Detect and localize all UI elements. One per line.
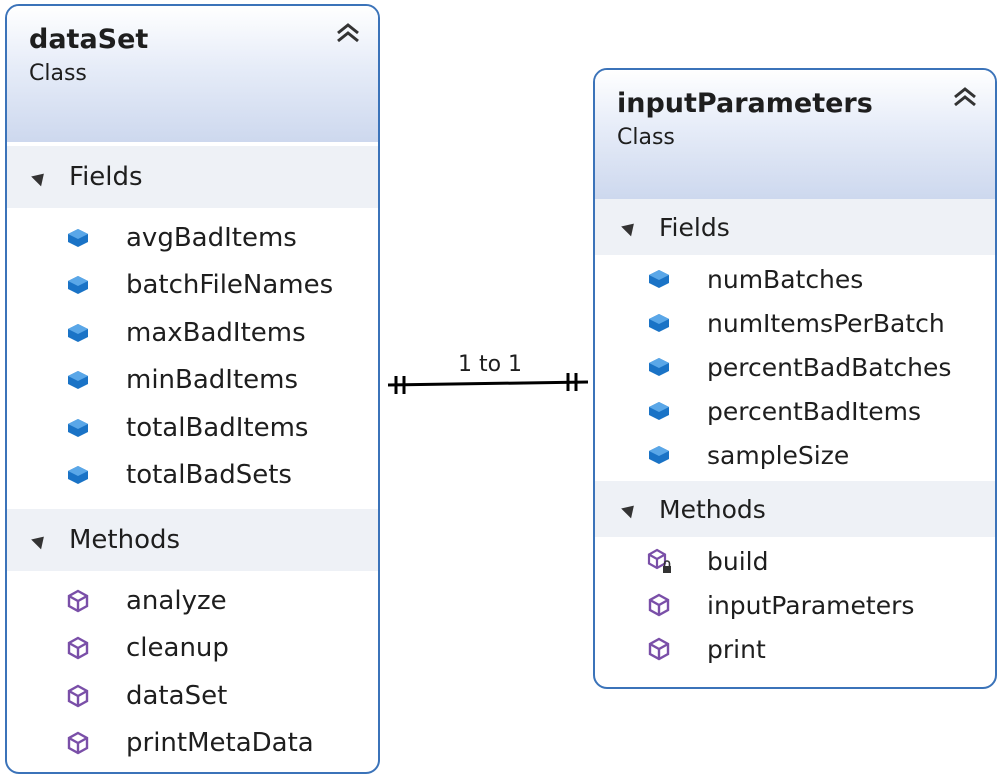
method-name: print: [707, 634, 766, 664]
methods-list: analyze cleanup dataSet printMetaData: [7, 571, 378, 772]
field-icon: [649, 446, 669, 464]
association-connector[interactable]: [380, 340, 595, 410]
field-item[interactable]: totalBadItems: [7, 404, 378, 452]
field-name: numBatches: [707, 264, 864, 294]
method-icon: [67, 636, 89, 660]
fields-list: avgBadItems batchFileNames maxBadItems m…: [7, 208, 378, 505]
field-name: maxBadItems: [126, 317, 306, 348]
class-kind: Class: [617, 125, 675, 150]
field-item[interactable]: sampleSize: [595, 433, 995, 477]
methods-section-header[interactable]: Methods: [595, 481, 995, 537]
field-item[interactable]: batchFileNames: [7, 262, 378, 310]
class-name: inputParameters: [617, 88, 873, 119]
field-icon: [649, 270, 669, 288]
method-icon: [67, 684, 89, 708]
collapse-chevron-icon[interactable]: [332, 18, 364, 50]
field-name: minBadItems: [126, 365, 299, 396]
field-item[interactable]: numBatches: [595, 257, 995, 301]
field-name: totalBadItems: [126, 412, 309, 443]
fields-section-header[interactable]: Fields: [7, 146, 378, 208]
association-label: 1 to 1: [457, 352, 523, 377]
field-item[interactable]: avgBadItems: [7, 214, 378, 262]
field-name: percentBadItems: [707, 396, 922, 426]
field-item[interactable]: numItemsPerBatch: [595, 301, 995, 345]
method-item[interactable]: analyze: [7, 577, 378, 625]
method-name: analyze: [126, 585, 227, 616]
method-name: build: [707, 546, 769, 576]
field-item[interactable]: totalBadSets: [7, 452, 378, 500]
field-icon: [68, 418, 88, 437]
field-name: numItemsPerBatch: [707, 308, 945, 338]
fields-list: numBatches numItemsPerBatch percentBadBa…: [595, 255, 995, 481]
method-item[interactable]: inputParameters: [595, 583, 995, 627]
class-header[interactable]: inputParameters Class: [595, 70, 995, 199]
private-method-icon: [647, 548, 671, 573]
section-label: Methods: [659, 494, 766, 524]
section-label: Fields: [659, 212, 730, 242]
method-item[interactable]: build: [595, 539, 995, 583]
field-icon: [68, 228, 88, 247]
field-item[interactable]: percentBadBatches: [595, 345, 995, 389]
field-name: sampleSize: [707, 440, 850, 470]
method-icon: [67, 731, 89, 755]
field-icon: [68, 466, 88, 485]
class-header[interactable]: dataSet Class: [7, 6, 378, 142]
section-label: Methods: [69, 525, 181, 555]
field-icon: [68, 276, 88, 295]
method-name: inputParameters: [707, 590, 915, 620]
method-item[interactable]: printMetaData: [7, 720, 378, 768]
collapse-triangle-icon[interactable]: [621, 218, 639, 236]
method-item[interactable]: cleanup: [7, 625, 378, 673]
collapse-triangle-icon[interactable]: [31, 531, 49, 549]
field-name: batchFileNames: [126, 270, 334, 301]
class-box-dataset[interactable]: dataSet Class Fields avgBadItems batchFi…: [5, 4, 380, 774]
method-name: cleanup: [126, 633, 229, 664]
field-icon: [649, 402, 669, 420]
field-icon: [68, 371, 88, 390]
section-label: Fields: [69, 162, 143, 192]
collapse-triangle-icon[interactable]: [621, 500, 639, 518]
method-name: dataSet: [126, 680, 228, 711]
collapse-chevron-icon[interactable]: [949, 82, 981, 114]
field-name: avgBadItems: [126, 222, 297, 253]
methods-section-header[interactable]: Methods: [7, 509, 378, 571]
field-item[interactable]: maxBadItems: [7, 309, 378, 357]
class-kind: Class: [29, 61, 87, 86]
field-name: percentBadBatches: [707, 352, 952, 382]
field-item[interactable]: percentBadItems: [595, 389, 995, 433]
method-name: printMetaData: [126, 728, 314, 759]
method-item[interactable]: dataSet: [7, 672, 378, 720]
method-icon: [648, 593, 670, 617]
methods-list: build inputParameters print: [595, 537, 995, 675]
field-item[interactable]: minBadItems: [7, 357, 378, 405]
collapse-triangle-icon[interactable]: [31, 168, 49, 186]
fields-section-header[interactable]: Fields: [595, 199, 995, 255]
field-icon: [649, 314, 669, 332]
field-icon: [649, 358, 669, 376]
field-name: totalBadSets: [126, 460, 292, 491]
class-box-inputparameters[interactable]: inputParameters Class Fields numBatches …: [593, 68, 997, 689]
class-name: dataSet: [29, 24, 149, 55]
method-icon: [67, 589, 89, 613]
method-icon: [648, 637, 670, 661]
method-item[interactable]: print: [595, 627, 995, 671]
field-icon: [68, 323, 88, 342]
